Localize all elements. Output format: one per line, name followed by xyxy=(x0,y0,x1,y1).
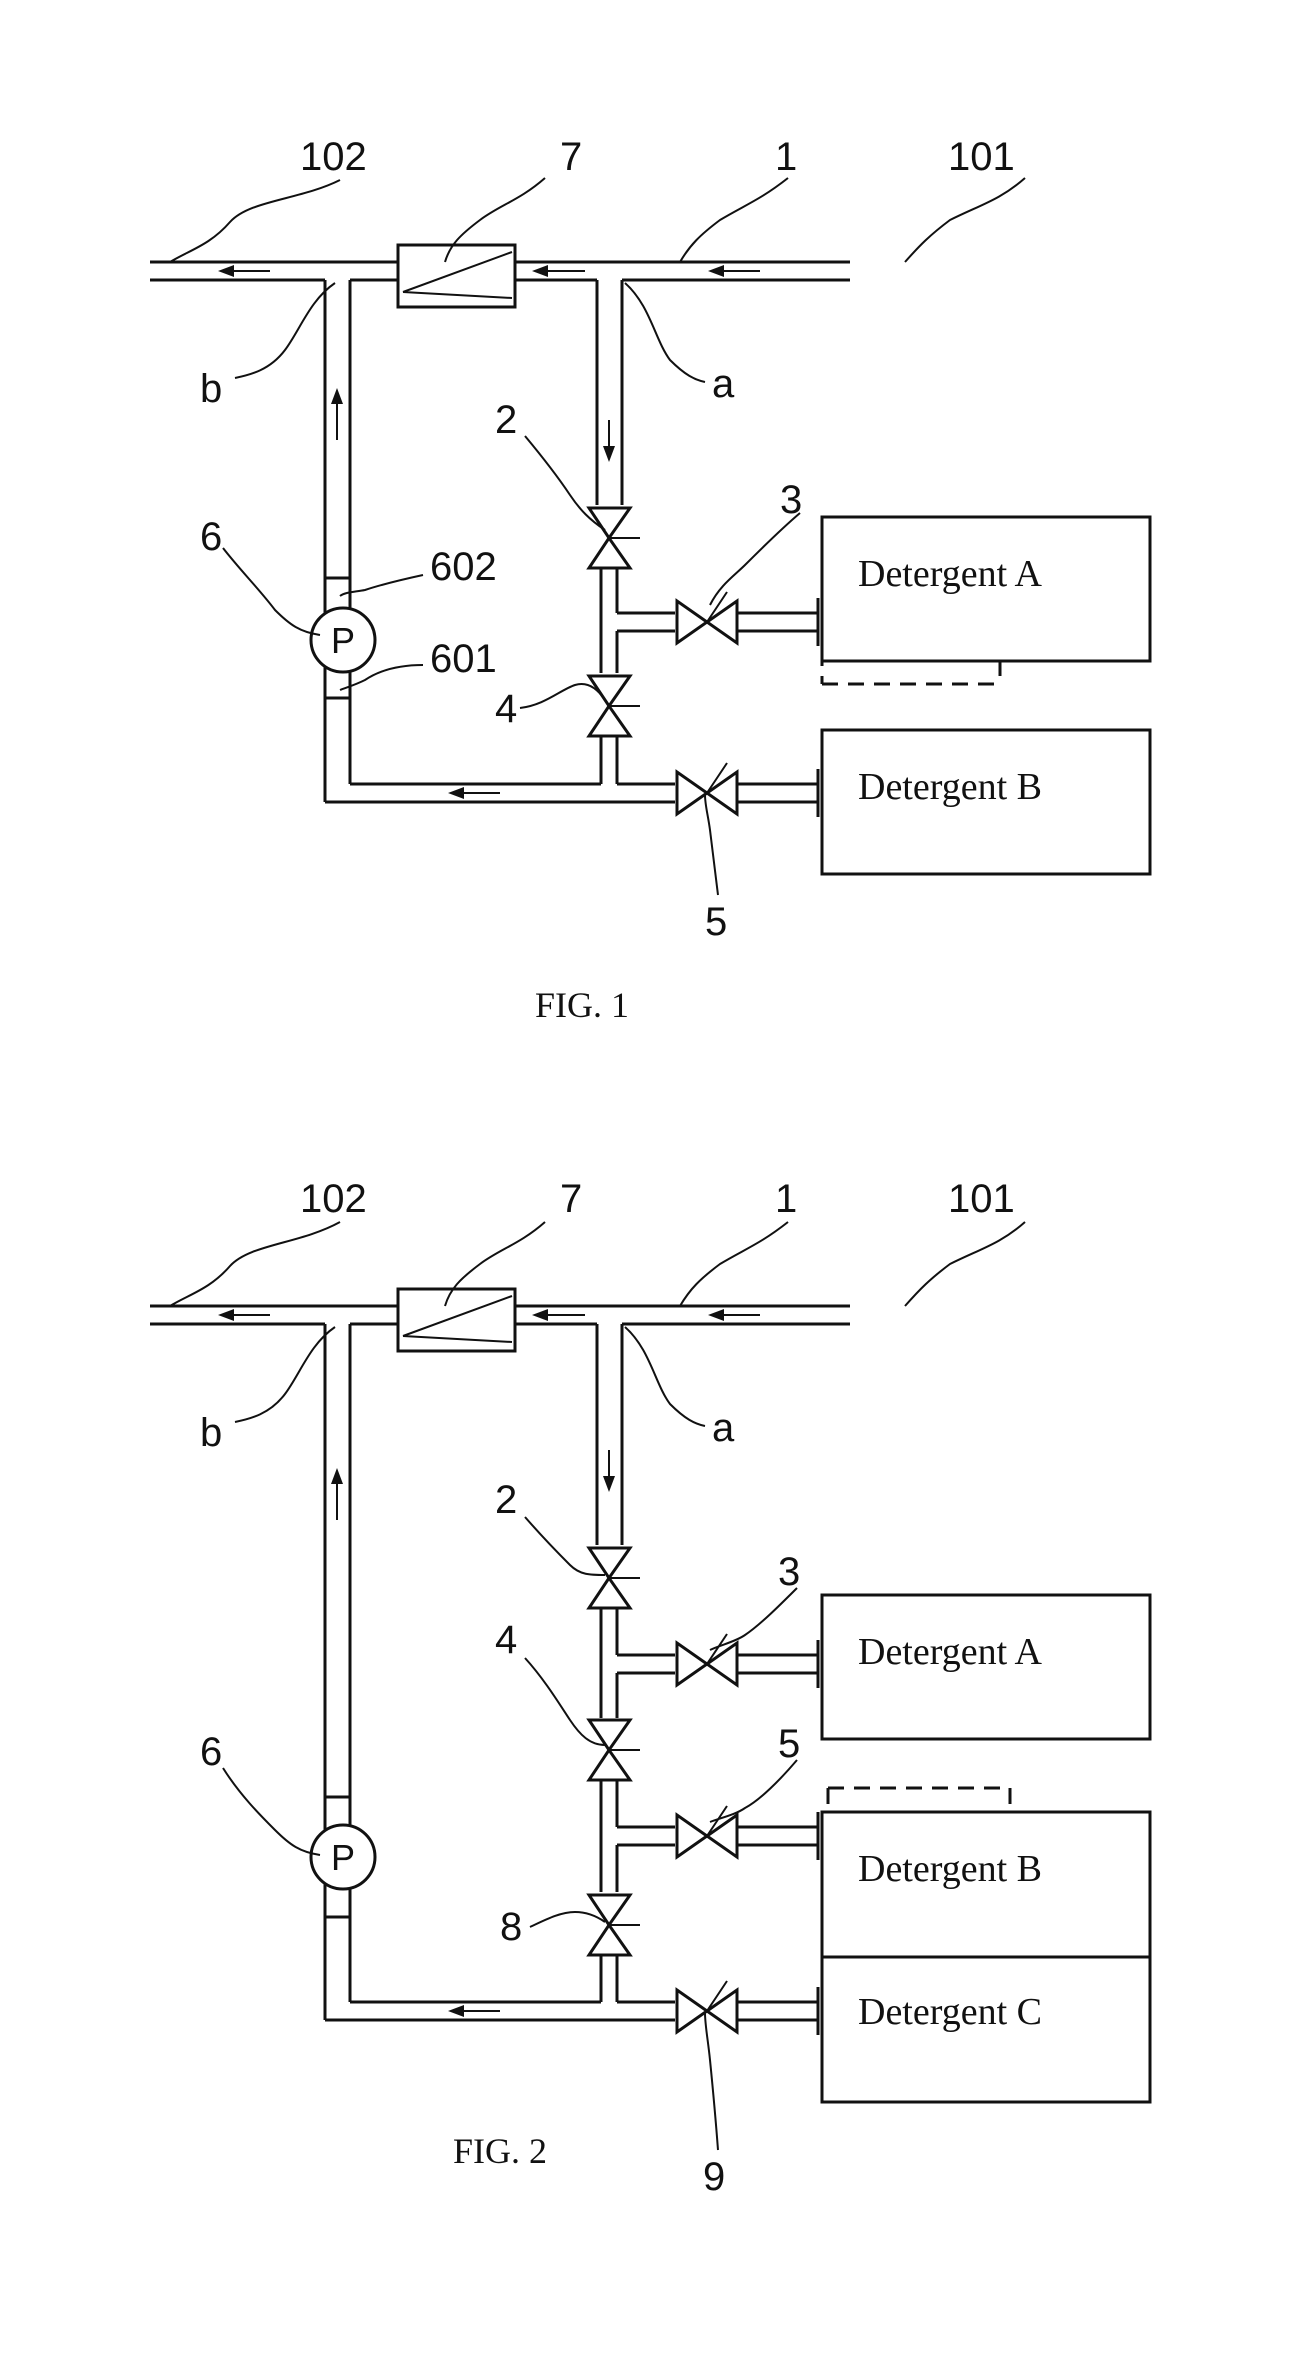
label-6: 6 xyxy=(200,515,222,559)
label-1: 1 xyxy=(775,135,797,179)
return-pipe-fig2 xyxy=(325,1955,675,2020)
label-3: 3 xyxy=(778,1550,800,1594)
label-102: 102 xyxy=(300,1177,367,1221)
tank-detergent-c-fig2: Detergent C xyxy=(822,1957,1150,2102)
tank-label: Detergent B xyxy=(858,766,1042,808)
tank-detergent-a-fig2: Detergent A xyxy=(822,1595,1150,1739)
pump-6-fig2: P xyxy=(311,1797,375,1917)
label-3: 3 xyxy=(780,478,802,522)
label-7: 7 xyxy=(560,135,582,179)
return-pipe-fig1 xyxy=(325,736,675,802)
label-5: 5 xyxy=(778,1722,800,1766)
tank-detergent-b-fig2: Detergent B xyxy=(822,1788,1150,1957)
label-602: 602 xyxy=(430,545,497,589)
label-2: 2 xyxy=(495,398,517,442)
valve-5-fig1 xyxy=(677,772,707,814)
tank-label: Detergent C xyxy=(858,1991,1042,2033)
pump-symbol: P xyxy=(331,1837,355,1878)
figure-caption: FIG. 1 xyxy=(535,985,629,1025)
label-b: b xyxy=(200,1411,222,1455)
branch-pipe-a-2 xyxy=(597,1324,622,1545)
tank-detergent-b-fig1: Detergent B xyxy=(822,730,1150,874)
label-6: 6 xyxy=(200,1730,222,1774)
figure-caption: FIG. 2 xyxy=(453,2131,547,2171)
label-9: 9 xyxy=(703,2155,725,2199)
label-601: 601 xyxy=(430,637,497,681)
label-101: 101 xyxy=(948,1177,1015,1221)
label-a: a xyxy=(712,1406,735,1450)
label-8: 8 xyxy=(500,1905,522,1949)
label-a: a xyxy=(712,362,735,406)
tank-detergent-a-fig1: Detergent A xyxy=(822,517,1150,684)
valve-2-fig2 xyxy=(589,1548,630,1578)
ejector-component-7 xyxy=(398,245,515,307)
valve-3-fig2 xyxy=(677,1643,707,1685)
figure-1: P Detergent A Detergent B xyxy=(150,135,1150,1025)
tank-label: Detergent A xyxy=(858,553,1043,595)
valve-8-fig2 xyxy=(589,1895,630,1925)
label-5: 5 xyxy=(705,900,727,944)
flow-arrows-main-1 xyxy=(218,265,760,277)
label-2: 2 xyxy=(495,1478,517,1522)
tank-label: Detergent A xyxy=(858,1631,1043,1673)
label-101: 101 xyxy=(948,135,1015,179)
valve-9-fig2 xyxy=(677,1990,707,2032)
label-b: b xyxy=(200,367,222,411)
label-4: 4 xyxy=(495,1618,517,1662)
pump-symbol: P xyxy=(331,620,355,661)
flow-arrows-main-2 xyxy=(218,1309,760,1321)
tank-label: Detergent B xyxy=(858,1848,1042,1890)
valve-3-fig1 xyxy=(677,601,707,643)
label-1: 1 xyxy=(775,1177,797,1221)
branch-pipe-a-1 xyxy=(597,280,622,505)
label-4: 4 xyxy=(495,687,517,731)
pipe-4-8-fig2 xyxy=(601,1780,675,1892)
pipe-2-4-fig2 xyxy=(601,1608,675,1718)
pipe-2-4-fig1 xyxy=(601,568,675,673)
label-102: 102 xyxy=(300,135,367,179)
valve-4-fig2 xyxy=(589,1720,630,1750)
label-7: 7 xyxy=(560,1177,582,1221)
left-pipe-fig1 xyxy=(325,280,350,802)
valve-5-fig2 xyxy=(677,1815,707,1857)
figure-2: P Detergent A Detergent B Detergent C xyxy=(150,1177,1150,2199)
valve-4-fig1 xyxy=(589,676,630,706)
ejector-component-7 xyxy=(398,1289,515,1351)
